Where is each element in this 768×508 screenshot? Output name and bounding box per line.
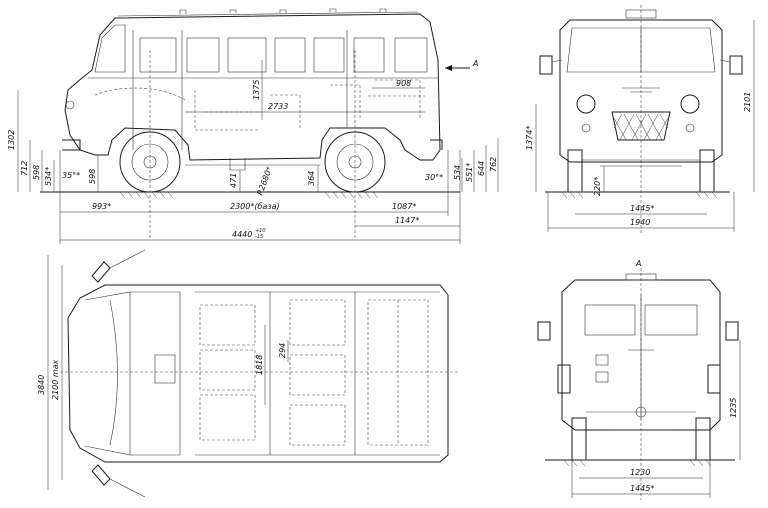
dim-534-front: 534* xyxy=(44,167,53,186)
dim-598-left: 598 xyxy=(32,165,41,180)
dim-length-3840: 3840 xyxy=(37,375,46,395)
side-view: A 993* 2300*(база) 1087* 1147* 4440 +10 … xyxy=(7,8,499,244)
angle-rear: 30°* xyxy=(425,173,443,182)
dim-overall-length: 4440 xyxy=(232,230,252,239)
view-marker-label: A xyxy=(472,59,478,68)
dim-598-center: 598 xyxy=(88,169,97,184)
dim-762: 762 xyxy=(489,157,498,172)
dim-door-width: 908 xyxy=(396,79,411,88)
dim-length-2100: 2100 max xyxy=(51,359,60,400)
dim-1374: 1374* xyxy=(525,126,534,150)
dim-inner-length: 2733 xyxy=(268,102,288,111)
angle-front: 35°* xyxy=(62,171,80,180)
dim-roof-height-inner: 1375 xyxy=(252,80,261,100)
dim-rear-overhang-1: 1087* xyxy=(392,202,416,211)
dim-rear-track: 1445* xyxy=(630,484,654,493)
dim-1302: 1302 xyxy=(7,130,16,150)
dim-294: 294 xyxy=(278,343,287,358)
dim-front-overhang: 993* xyxy=(92,202,111,211)
dim-length-tol-upper: +10 xyxy=(255,228,266,234)
dim-overall-width: 1940 xyxy=(630,218,650,227)
rear-view: A 1235 1230 1445* xyxy=(537,259,741,500)
dim-1235: 1235 xyxy=(729,398,738,418)
dim-ground-clearance: 220* xyxy=(593,177,602,196)
dim-rear-overhang-2: 1147* xyxy=(395,216,419,225)
dim-364: 364 xyxy=(307,171,316,186)
dim-534-rear: 534 xyxy=(453,165,462,180)
dim-644: 644 xyxy=(477,161,486,176)
dim-length-tol-lower: -15 xyxy=(255,234,263,240)
dim-front-track: 1445* xyxy=(630,204,654,213)
dim-471: 471 xyxy=(229,173,238,188)
dim-712: 712 xyxy=(20,161,29,176)
dim-wheelbase: 2300*(база) xyxy=(230,202,280,211)
rear-view-marker: A xyxy=(635,259,641,268)
top-view: 3840 2100 max 1818 294 xyxy=(37,249,460,498)
dim-551: 551* xyxy=(465,163,474,182)
dim-1818: 1818 xyxy=(255,355,264,375)
dim-1230: 1230 xyxy=(630,468,650,477)
front-view: 2101 1374* 220* 1445* 1940 xyxy=(525,5,755,235)
dim-overall-height: 2101 xyxy=(743,92,752,112)
